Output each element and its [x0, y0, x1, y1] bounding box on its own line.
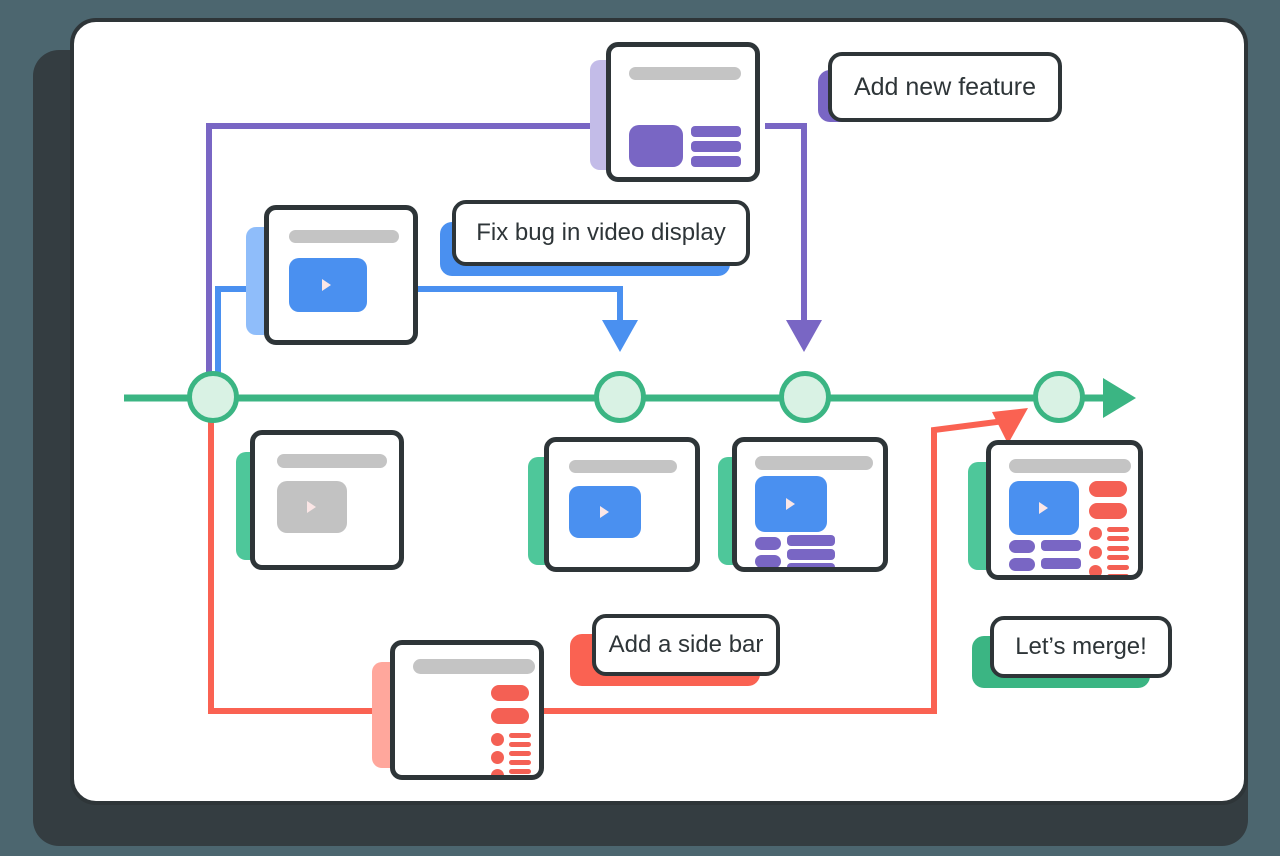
card-main-feature-list-dot-2	[755, 555, 781, 567]
label-lets-merge-text: Let’s merge!	[1015, 633, 1147, 660]
card-sidebar-pill-2	[491, 708, 529, 724]
card-sidebar-pill-1	[491, 685, 529, 701]
card-sidebar-line-4	[509, 760, 531, 765]
card-main-video-player	[569, 486, 641, 538]
card-main-feature-list-line-2	[787, 549, 835, 560]
label-fix-bug-box: Fix bug in video display	[452, 200, 750, 266]
card-main-initial-frame	[250, 430, 404, 570]
card-main-video[interactable]	[528, 437, 700, 572]
card-main-initial-video-placeholder	[277, 481, 347, 533]
card-merged-feature-dot-2	[1009, 558, 1035, 571]
card-sidebar-dot-1	[491, 733, 504, 746]
label-add-a-side-bar-box: Add a side bar	[592, 614, 780, 676]
card-main-feature-frame	[732, 437, 888, 572]
card-feature-header-bar	[629, 67, 741, 80]
card-main-feature-list-dot-1	[755, 537, 781, 550]
card-feature-frame	[606, 42, 760, 182]
card-bugfix-frame	[264, 205, 418, 345]
card-sidebar-header-bar	[413, 659, 535, 674]
card-merged-sidebar-line-3	[1107, 546, 1129, 551]
card-main-feature-video-player	[755, 476, 827, 532]
card-main-initial[interactable]	[236, 430, 406, 575]
card-sidebar-dot-3	[491, 769, 504, 775]
card-main-feature-list-line-1	[787, 535, 835, 546]
label-fix-bug-text: Fix bug in video display	[476, 219, 726, 246]
commit-node-2[interactable]	[594, 371, 646, 423]
card-merged-sidebar-dot-1	[1089, 527, 1102, 540]
card-merged-video-player	[1009, 481, 1079, 535]
card-merged-sidebar-line-5	[1107, 565, 1129, 570]
card-sidebar-line-5	[509, 769, 531, 774]
card-merged[interactable]	[968, 440, 1143, 580]
card-main-video-header-bar	[569, 460, 677, 473]
card-merged-sidebar-pill-2	[1089, 503, 1127, 519]
card-feature-text-line-3	[691, 156, 741, 167]
card-merged-sidebar-dot-2	[1089, 546, 1102, 559]
card-main-feature[interactable]	[718, 437, 888, 572]
label-lets-merge-box: Let’s merge!	[990, 616, 1172, 678]
label-lets-merge[interactable]: Let’s merge!	[972, 616, 1172, 702]
card-merged-feature-line-1	[1041, 540, 1081, 551]
card-merged-sidebar-line-2	[1107, 536, 1129, 541]
play-icon	[307, 501, 316, 513]
label-add-new-feature[interactable]: Add new feature	[818, 52, 1062, 140]
commit-node-4[interactable]	[1033, 371, 1085, 423]
card-bugfix-header-bar	[289, 230, 399, 243]
card-merged-sidebar-line-6	[1107, 574, 1129, 575]
card-sidebar-line-2	[509, 742, 531, 747]
card-sidebar-frame	[390, 640, 544, 780]
play-icon	[786, 498, 795, 510]
card-feature-text-line-1	[691, 126, 741, 137]
card-merged-sidebar-dot-3	[1089, 565, 1102, 575]
card-merged-header-bar	[1009, 459, 1131, 473]
card-merged-sidebar-line-4	[1107, 555, 1129, 560]
card-feature[interactable]	[590, 42, 760, 182]
label-add-a-side-bar[interactable]: Add a side bar	[570, 614, 780, 700]
label-add-new-feature-box: Add new feature	[828, 52, 1062, 122]
card-main-feature-header-bar	[755, 456, 873, 470]
label-fix-bug[interactable]: Fix bug in video display	[440, 200, 750, 290]
play-icon	[600, 506, 609, 518]
card-sidebar-dot-2	[491, 751, 504, 764]
card-sidebar[interactable]	[372, 640, 544, 780]
card-feature-text-line-2	[691, 141, 741, 152]
card-bugfix-video-player	[289, 258, 367, 312]
card-merged-sidebar-pill-1	[1089, 481, 1127, 497]
card-main-video-frame	[544, 437, 700, 572]
commit-node-3[interactable]	[779, 371, 831, 423]
card-merged-feature-dot-1	[1009, 540, 1035, 553]
play-icon	[322, 279, 331, 291]
play-icon	[1039, 502, 1048, 514]
commit-node-1[interactable]	[187, 371, 239, 423]
label-add-new-feature-text: Add new feature	[853, 72, 1037, 101]
card-bugfix[interactable]	[246, 205, 418, 345]
card-merged-frame	[986, 440, 1143, 580]
card-sidebar-line-1	[509, 733, 531, 738]
card-sidebar-line-6	[509, 778, 531, 780]
card-feature-media-block	[629, 125, 683, 167]
card-merged-sidebar-line-1	[1107, 527, 1129, 532]
card-main-feature-list-line-3	[787, 563, 835, 567]
card-sidebar-line-3	[509, 751, 531, 756]
card-merged-feature-line-2	[1041, 558, 1081, 569]
label-add-a-side-bar-text: Add a side bar	[608, 631, 764, 658]
card-main-initial-header-bar	[277, 454, 387, 468]
